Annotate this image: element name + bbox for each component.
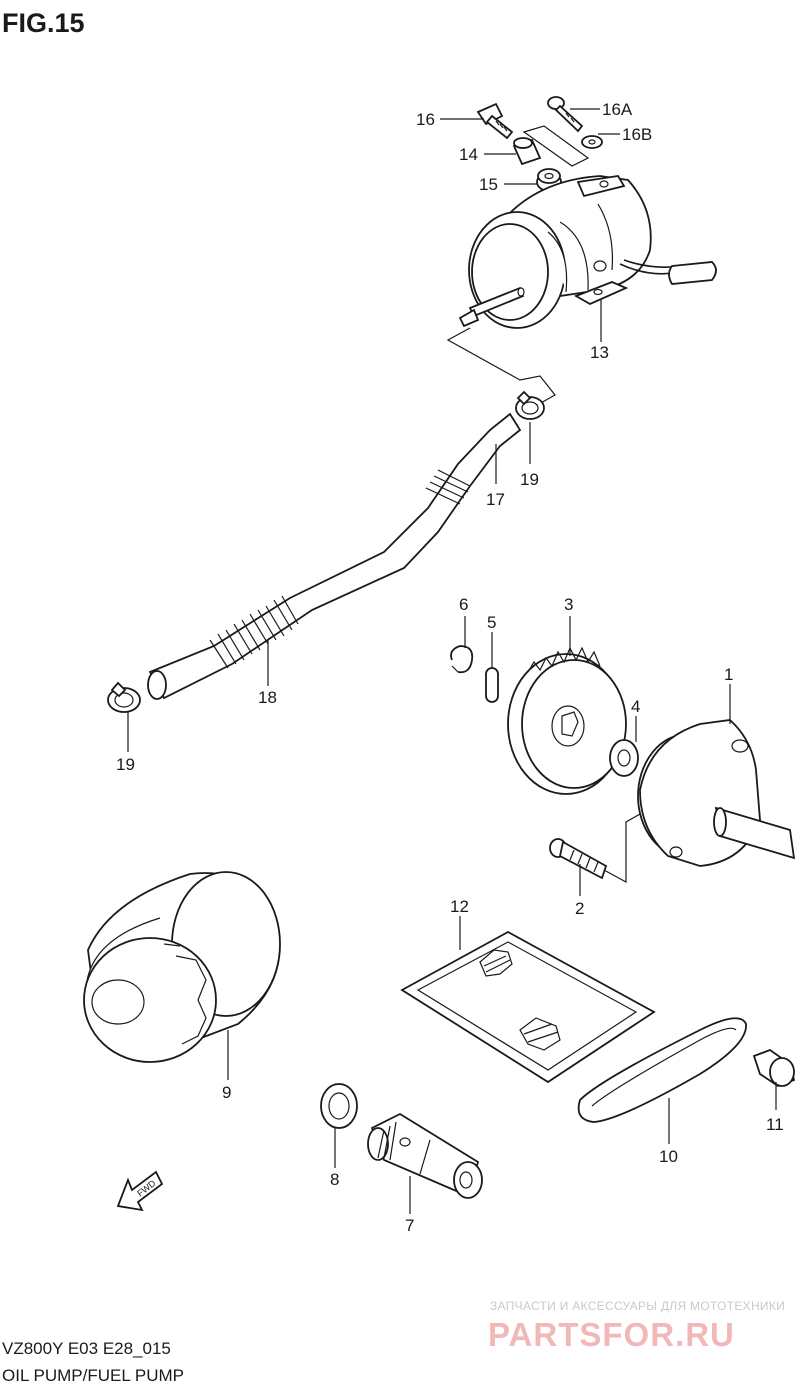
bolt-16-drawing <box>476 102 514 140</box>
part-label-9: 9 <box>222 1083 231 1102</box>
oil-filter-9-drawing <box>83 871 281 1063</box>
part-label-17: 17 <box>486 490 505 509</box>
bolt-2-drawing <box>549 838 608 880</box>
fwd-direction-arrow: FWD <box>116 1170 164 1212</box>
fuel-pump-13-drawing <box>458 175 717 329</box>
washer-8-drawing <box>320 1083 358 1129</box>
part-label-19-lower: 19 <box>116 755 135 774</box>
fuel-hose-drawing <box>147 412 522 700</box>
part-label-1: 1 <box>724 665 733 684</box>
part-label-19-upper: 19 <box>520 470 539 489</box>
watermark: ЗАПЧАСТИ И АКСЕССУАРЫ ДЛЯ МОТОТЕХНИКИ PA… <box>488 1299 785 1353</box>
washer-4-drawing <box>609 739 639 777</box>
part-label-15: 15 <box>479 175 498 194</box>
figure-code: VZ800Y E03 E28_015 <box>2 1339 171 1358</box>
drain-plug-7-drawing <box>367 1112 483 1199</box>
watermark-tagline: ЗАПЧАСТИ И АКСЕССУАРЫ ДЛЯ МОТОТЕХНИКИ <box>490 1299 785 1313</box>
figure-name: OIL PUMP/FUEL PUMP <box>2 1366 184 1385</box>
clip-6-drawing <box>450 645 474 674</box>
part-label-3: 3 <box>564 595 573 614</box>
bolt-11-drawing <box>752 1048 796 1088</box>
part-label-2: 2 <box>575 899 584 918</box>
part-label-6: 6 <box>459 595 468 614</box>
part-label-4: 4 <box>631 697 640 716</box>
part-label-16: 16 <box>416 110 435 129</box>
part-label-5: 5 <box>487 613 496 632</box>
bolt-16a-drawing <box>547 96 584 133</box>
oil-pump-gear-3-drawing <box>507 646 627 795</box>
fuel-pump-connector-line <box>446 327 556 409</box>
part-label-16b: 16B <box>622 125 652 144</box>
part-label-8: 8 <box>330 1170 339 1189</box>
part-label-14: 14 <box>459 145 478 164</box>
pin-5-drawing <box>485 667 499 703</box>
leader-lines <box>127 108 777 1214</box>
hose-clamp-19-upper-drawing <box>515 390 545 420</box>
part-label-16a: 16A <box>602 100 633 119</box>
washer-16b-hole <box>588 139 596 145</box>
part-labels: 16 16A 16B 14 15 13 19 17 3 6 5 1 4 18 1… <box>116 100 784 1235</box>
part-label-12: 12 <box>450 897 469 916</box>
mount-bracket-drawing <box>522 125 590 167</box>
fuel-pump-assembly <box>458 96 717 329</box>
part-label-10: 10 <box>659 1147 678 1166</box>
oil-strainer-12-drawing <box>400 930 656 1084</box>
part-label-18: 18 <box>258 688 277 707</box>
figure-title: FIG.15 <box>2 8 85 38</box>
hose-clamp-19-lower-drawing <box>107 681 141 713</box>
part-label-11: 11 <box>766 1115 784 1134</box>
oil-pump-1-drawing <box>637 719 796 867</box>
watermark-brand: PARTSFOR.RU <box>488 1316 735 1353</box>
part-label-7: 7 <box>405 1216 414 1235</box>
collar-14-drawing <box>512 137 542 166</box>
gasket-10-drawing <box>577 1017 747 1123</box>
part-label-13: 13 <box>590 343 609 362</box>
bolt-2-connector-line <box>603 813 641 884</box>
